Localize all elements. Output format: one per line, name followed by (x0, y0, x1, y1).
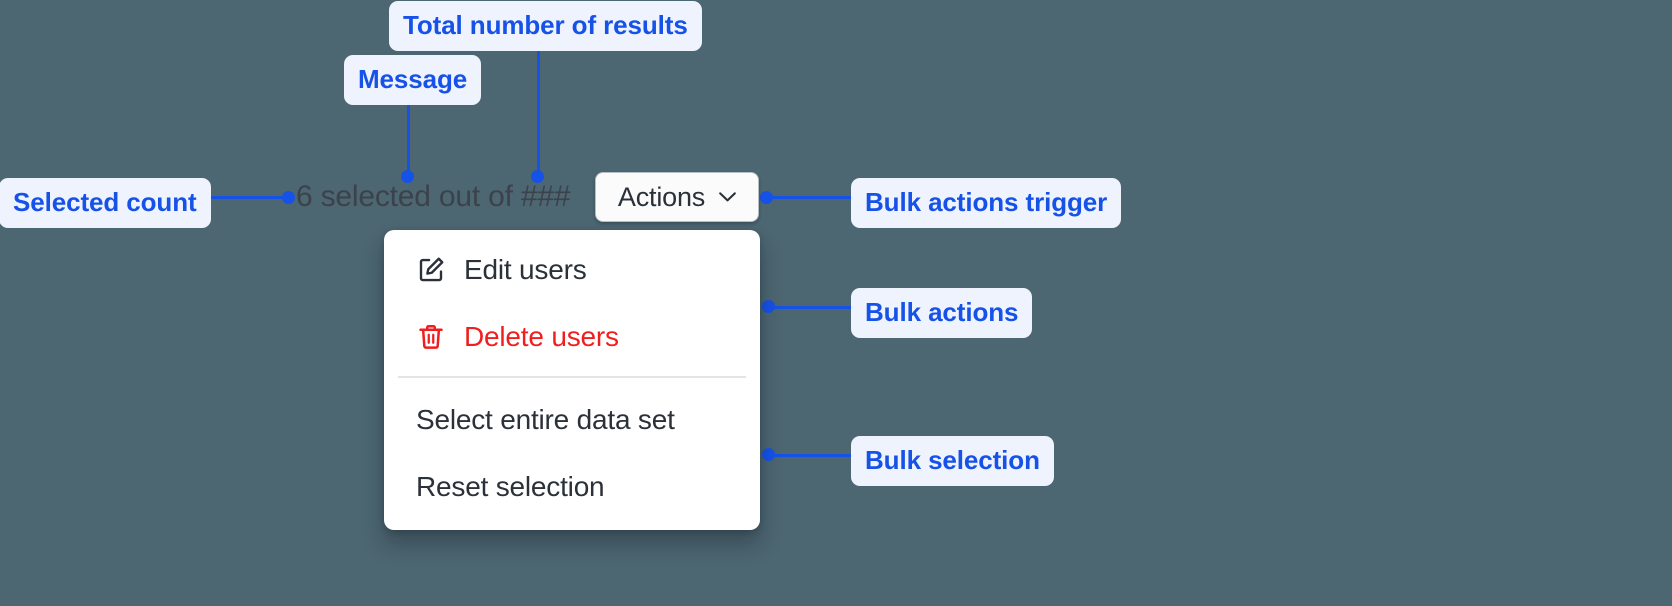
menu-item-label: Edit users (464, 253, 587, 285)
callout-bulk-actions: Bulk actions (851, 288, 1033, 338)
bulk-actions-trigger-button[interactable]: Actions (595, 172, 759, 222)
connector-dot-message (401, 170, 414, 183)
menu-item-label: Reset selection (416, 470, 605, 502)
connector-bulk-selection (768, 454, 858, 457)
callout-selected-count: Selected count (0, 178, 211, 228)
callout-bulk-actions-trigger: Bulk actions trigger (851, 178, 1122, 228)
callout-bulk-selection: Bulk selection (851, 436, 1054, 486)
menu-divider (398, 376, 746, 378)
menu-item-delete-users[interactable]: Delete users (384, 303, 760, 370)
connector-dot-bulk-actions (762, 300, 775, 313)
connector-dot-bulk-selection (762, 448, 775, 461)
menu-item-label: Delete users (464, 320, 619, 352)
connector-dot-total-results (531, 170, 544, 183)
connector-bulk-actions (768, 306, 858, 309)
bulk-actions-menu: Edit users Delete users Select entire da… (384, 230, 760, 530)
bulk-actions-trigger-label: Actions (617, 181, 706, 212)
connector-selected-count (201, 196, 293, 199)
menu-item-edit-users[interactable]: Edit users (384, 236, 760, 303)
callout-total-results: Total number of results (389, 1, 702, 51)
edit-square-icon (416, 255, 446, 285)
menu-item-label: Select entire data set (416, 403, 675, 435)
chevron-down-icon (719, 192, 736, 202)
connector-dot-selected-count (282, 191, 295, 204)
menu-item-reset-selection[interactable]: Reset selection (384, 453, 760, 520)
connector-total-results (537, 39, 540, 176)
menu-item-select-entire-data-set[interactable]: Select entire data set (384, 386, 760, 453)
connector-bulk-trigger (762, 196, 856, 199)
trash-icon (416, 322, 446, 352)
callout-message: Message (344, 55, 482, 105)
selection-message: 6 selected out of ### (296, 180, 571, 213)
connector-dot-bulk-trigger (760, 191, 773, 204)
connector-message (407, 92, 410, 176)
